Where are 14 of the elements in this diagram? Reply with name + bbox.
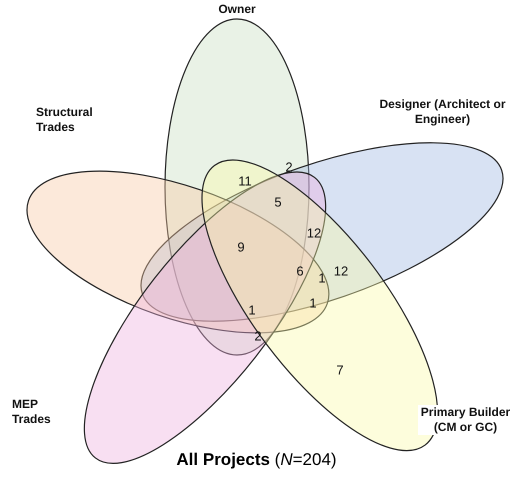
set-label: Primary Builder (CM or GC) [418,404,513,435]
region-count: 11 [238,174,252,188]
region-count: 6 [296,264,304,278]
region-count: 1 [309,296,317,310]
region-count: 2 [285,160,293,174]
chart-title: All Projects (N=204) [175,450,338,470]
region-count: 1 [248,302,256,318]
region-count: 12 [306,226,322,240]
region-count: 7 [336,362,344,378]
set-ellipse [202,160,513,450]
region-count: 12 [334,264,348,278]
region-count: 1 [318,270,326,286]
region-count: 9 [237,240,245,254]
region-count: 5 [274,194,282,210]
